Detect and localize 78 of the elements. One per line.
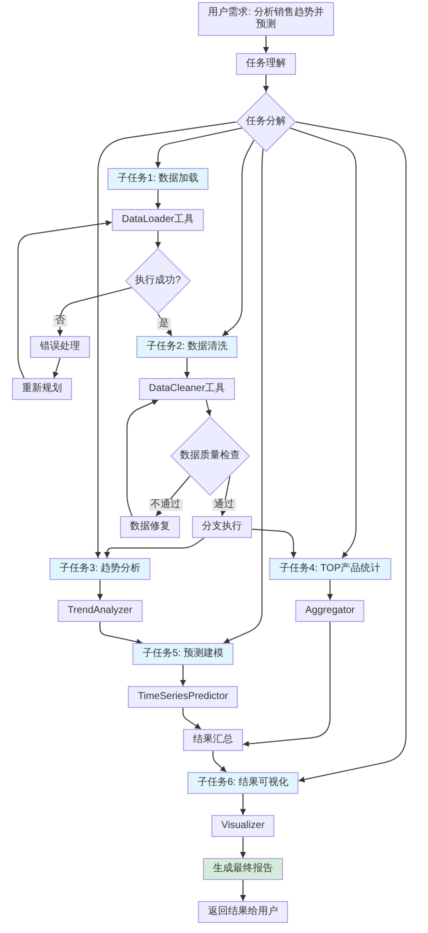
process-box — [107, 168, 209, 190]
step-text: 数据修复 — [130, 521, 170, 533]
arrow — [327, 580, 333, 600]
process-box — [211, 815, 275, 837]
process-box — [187, 772, 299, 794]
arrow — [220, 476, 230, 516]
step-text: 子任务3: 趋势分析 — [59, 563, 141, 575]
process-box — [58, 600, 142, 622]
process-box — [269, 558, 391, 580]
arrow — [240, 794, 246, 816]
arrow — [242, 622, 330, 747]
step-text: 任务理解 — [246, 58, 286, 70]
step-text: Visualizer — [221, 820, 265, 832]
step-text: Aggregator — [305, 605, 355, 617]
arrow — [18, 220, 112, 378]
arrow — [252, 528, 297, 558]
process-box — [198, 901, 288, 923]
decision-text: 任务分解 — [246, 116, 286, 128]
arrow — [263, 36, 269, 54]
arrow — [184, 358, 190, 378]
arrow — [126, 400, 159, 516]
process-box — [12, 378, 72, 400]
arrow — [155, 230, 161, 248]
step-text: 子任务6: 结果可视化 — [197, 777, 289, 789]
process-box — [198, 2, 334, 36]
step-text: 错误处理 — [40, 341, 80, 353]
arrow — [180, 664, 186, 686]
process-box — [183, 729, 243, 751]
arrow — [182, 708, 202, 730]
arrow — [240, 836, 246, 858]
process-box — [192, 516, 252, 538]
step-text: DataCleaner工具 — [148, 383, 226, 395]
arrow — [212, 750, 227, 772]
process-box — [49, 558, 151, 580]
process-box — [30, 336, 90, 358]
step-text: TrendAnalyzer — [68, 605, 132, 617]
edge-label: 是 — [157, 318, 172, 330]
process-box — [128, 686, 238, 708]
arrow — [100, 622, 144, 645]
process-box — [203, 858, 283, 880]
process-box — [295, 600, 365, 622]
edge-label: 不通过 — [148, 498, 183, 511]
arrow — [155, 190, 161, 210]
arrow — [240, 880, 246, 902]
decision-text: 数据质量检查 — [180, 450, 240, 462]
arrow — [52, 358, 60, 378]
arrow — [290, 128, 356, 558]
edge-label: 通过 — [212, 498, 236, 511]
arrow — [222, 140, 254, 336]
step-text: 子任务5: 预测建模 — [142, 648, 224, 660]
arrow — [222, 148, 264, 644]
step-text: 生成最终报告 — [213, 863, 273, 875]
step-text: 子任务1: 数据加载 — [117, 173, 199, 185]
arrow — [296, 122, 406, 782]
step-text: 结果汇总 — [193, 734, 233, 746]
step-text: 子任务2: 数据清洗 — [146, 341, 228, 353]
arrow — [206, 400, 212, 416]
step-text: 返回结果给用户 — [208, 906, 278, 918]
process-box — [132, 643, 234, 665]
process-box — [236, 53, 296, 75]
step-text: TimeSeriesPredictor — [138, 691, 228, 703]
process-box — [138, 378, 236, 400]
arrow — [97, 580, 103, 600]
step-text: 用户需求: 分析销售趋势并预测 — [208, 7, 324, 31]
process-box — [136, 336, 238, 358]
edge-label: 否 — [53, 315, 67, 328]
arrow — [263, 74, 269, 92]
arrow — [104, 538, 204, 558]
arrow — [57, 287, 132, 336]
step-text: 子任务4: TOP产品统计 — [279, 563, 381, 575]
arrow — [94, 122, 236, 558]
step-text: 重新规划 — [22, 383, 62, 395]
process-box — [120, 516, 180, 538]
process-box — [112, 209, 204, 231]
decision-text: 执行成功? — [135, 275, 181, 287]
arrow — [155, 128, 242, 168]
step-text: 分支执行 — [202, 521, 242, 533]
step-text: DataLoader工具 — [122, 214, 194, 226]
